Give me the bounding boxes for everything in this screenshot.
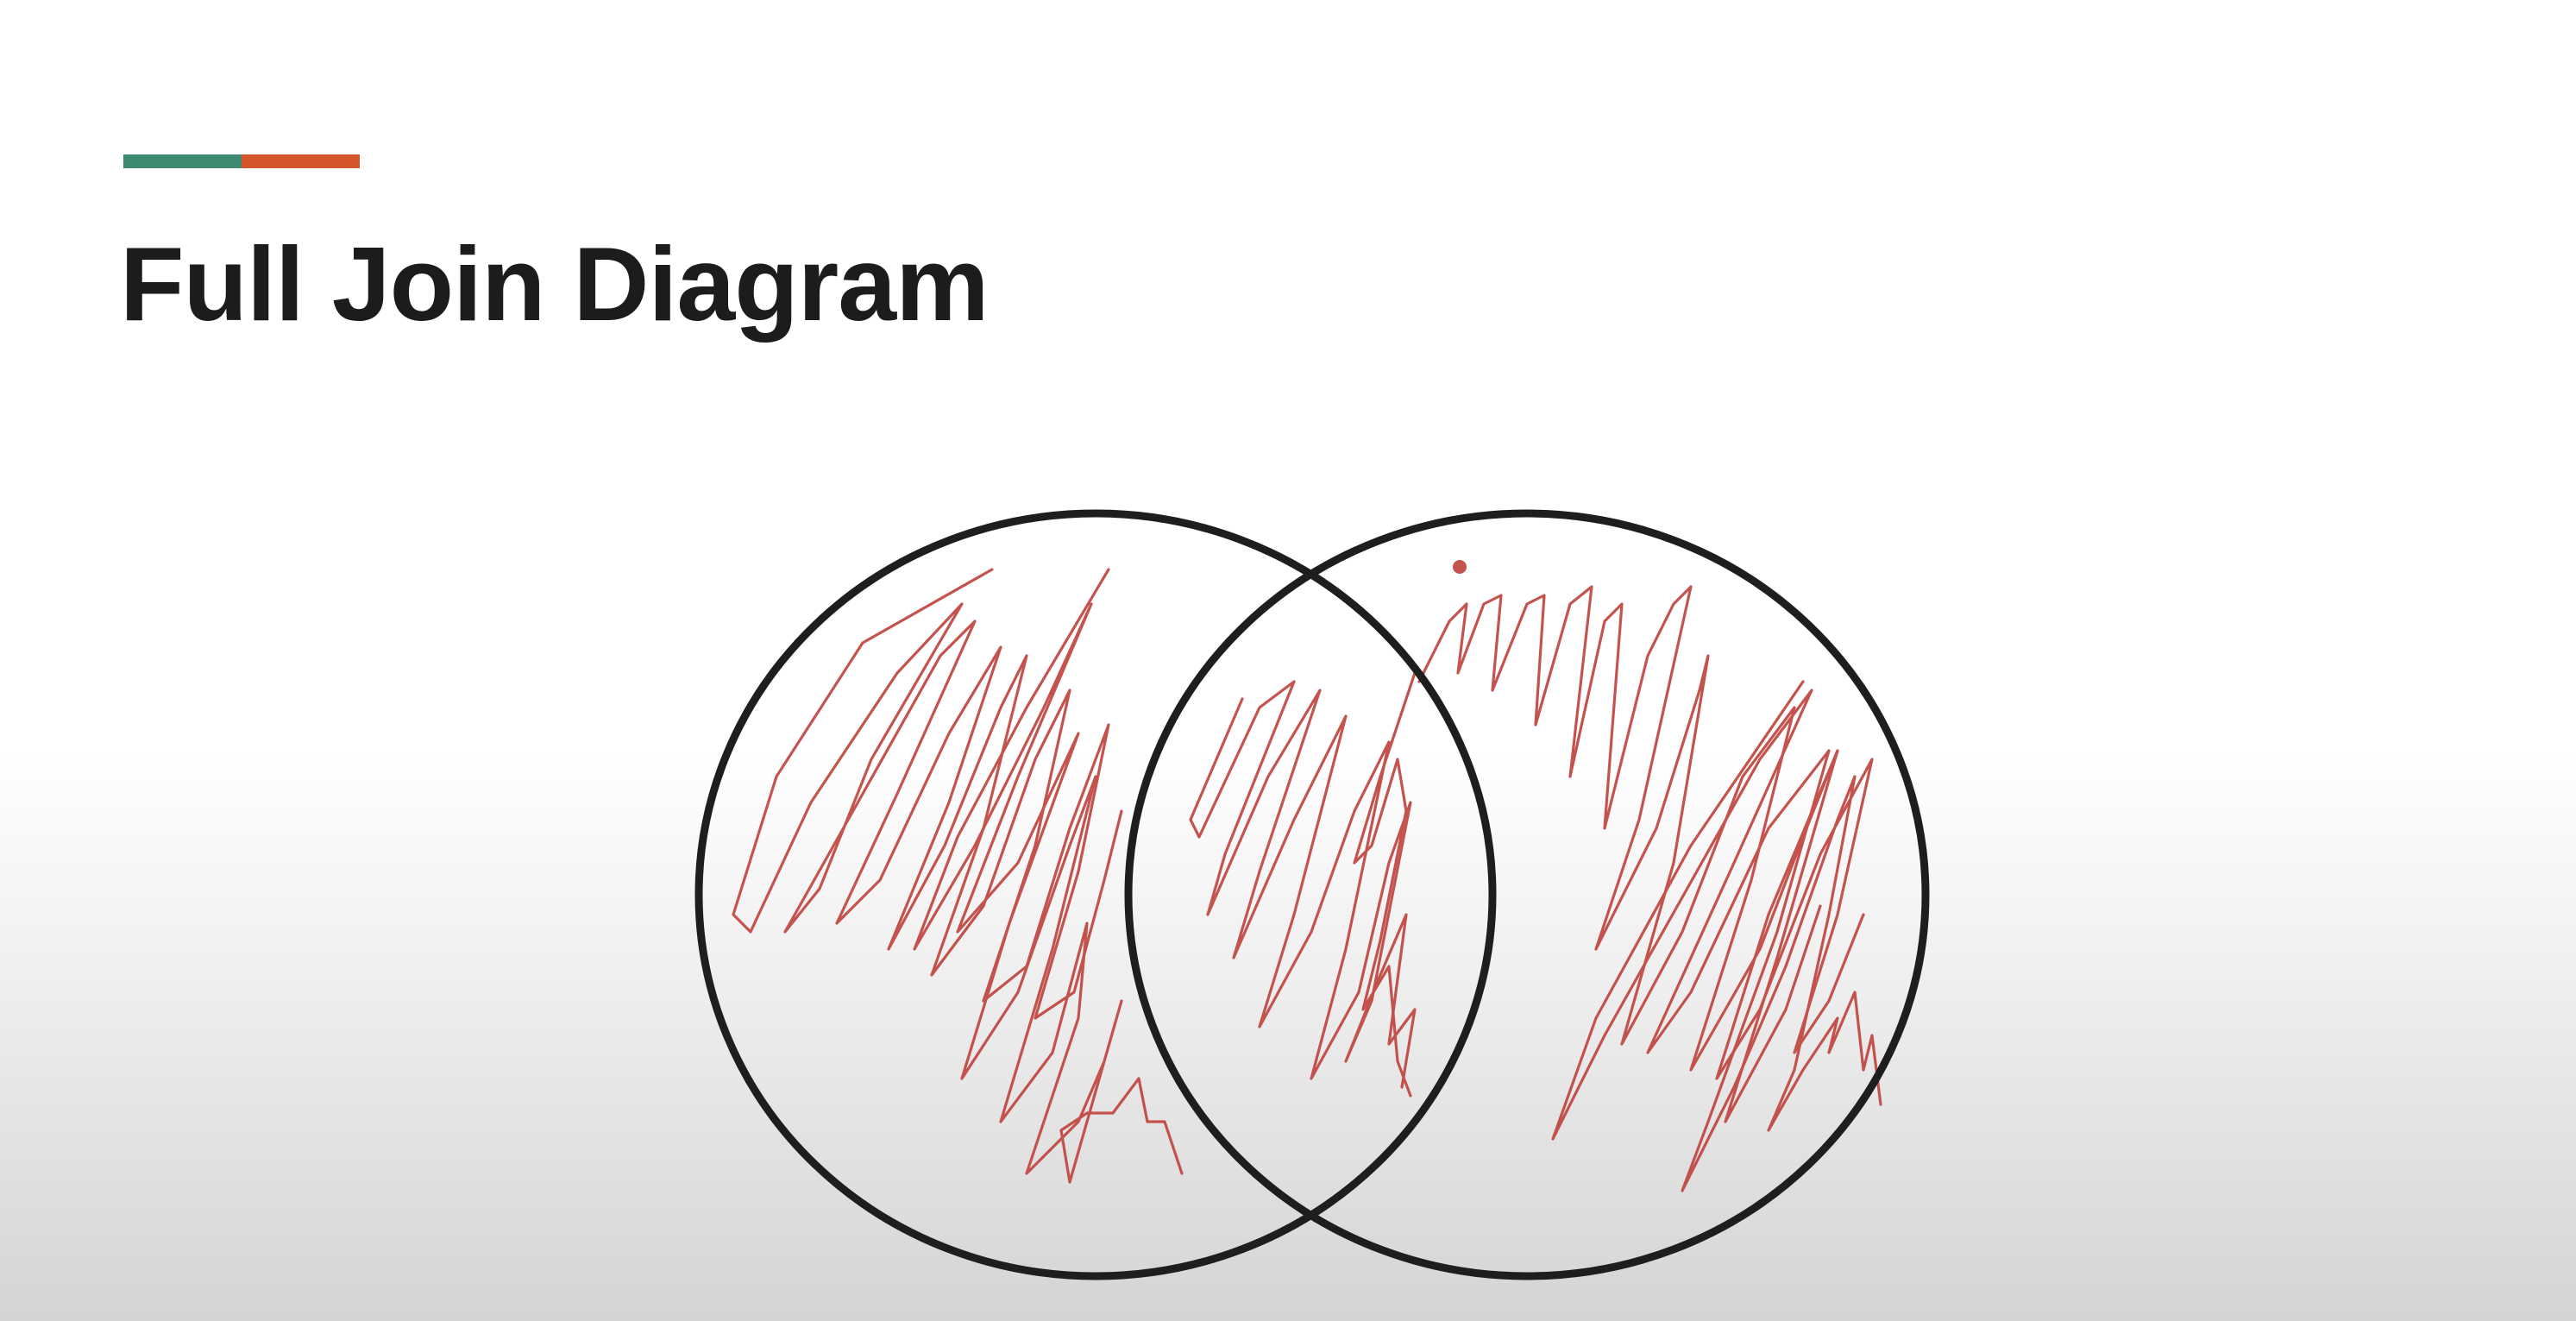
accent-bar-green-segment [123, 154, 242, 168]
scribble-right-1 [1417, 585, 1839, 1123]
scribble-right-2 [1551, 680, 1882, 1192]
scribble-shading-group [732, 560, 1882, 1192]
scribble-left-1 [732, 568, 1123, 1020]
scribble-left-2 [913, 568, 1184, 1184]
accent-bar-orange-segment [242, 154, 360, 168]
right-set-circle [1124, 509, 1930, 1280]
slide-title: Full Join Diagram [120, 225, 990, 343]
scribble-intersection-1 [1189, 680, 1417, 1089]
scribble-intersection-2 [1353, 671, 1417, 1098]
left-set-circle [694, 509, 1497, 1280]
pointer-dot [1453, 560, 1467, 574]
title-accent-bar [123, 154, 360, 168]
venn-outlines [694, 509, 1930, 1280]
scribble-right-3 [1715, 749, 1874, 1080]
